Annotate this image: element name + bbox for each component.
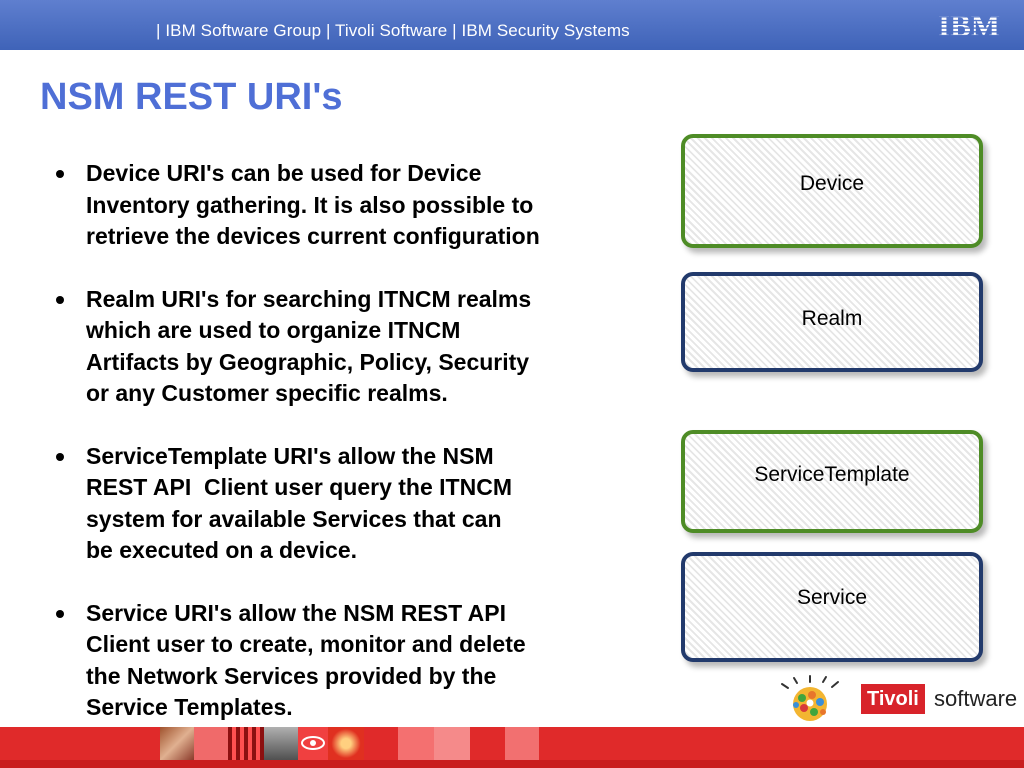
ibm-logo-text: IBM bbox=[938, 10, 1000, 40]
footer-image-tile bbox=[398, 727, 434, 760]
bullet-service-template: ServiceTemplate URI's allow the NSM REST… bbox=[56, 441, 656, 567]
service-template-box-label: ServiceTemplate bbox=[754, 462, 910, 486]
footer-image-tile bbox=[194, 727, 228, 760]
device-box: Device bbox=[681, 134, 983, 248]
bullet-line: which are used to organize ITNCM bbox=[86, 317, 461, 343]
bullet-line: or any Customer specific realms. bbox=[86, 380, 448, 406]
bullet-device: Device URI's can be used for Device Inve… bbox=[56, 158, 656, 253]
bullet-line: ServiceTemplate URI's allow the NSM bbox=[86, 442, 494, 469]
footer-image-tile bbox=[434, 727, 470, 760]
bullet-line: Artifacts by Geographic, Policy, Securit… bbox=[86, 348, 530, 375]
ibm-logo: IBM bbox=[938, 10, 1000, 40]
software-word: software bbox=[934, 686, 1018, 711]
bullet-line: Inventory gathering. It is also possible… bbox=[86, 191, 534, 218]
device-box-label: Device bbox=[799, 172, 865, 195]
bullet-dot-icon bbox=[56, 170, 64, 178]
service-box: Service bbox=[681, 552, 983, 662]
bullet-line: Realm URI's for searching ITNCM realms bbox=[86, 285, 532, 312]
header-breadcrumb: | IBM Software Group | Tivoli Software |… bbox=[156, 21, 630, 40]
realm-box: Realm bbox=[681, 272, 983, 372]
tivoli-logo: Tivoli bbox=[861, 684, 925, 714]
footer-image-tile bbox=[328, 727, 364, 760]
bullet-dot-icon bbox=[56, 295, 64, 304]
bullet-line: Service Templates. bbox=[86, 694, 293, 720]
header-bar: | IBM Software Group | Tivoli Software |… bbox=[0, 0, 1024, 50]
bullet-line: Device URI's can be used for Device bbox=[86, 160, 482, 186]
footer-image-tile bbox=[298, 727, 328, 760]
bullet-line: the Network Services provided by the bbox=[86, 662, 497, 689]
tivoli-mark-icon bbox=[781, 675, 839, 721]
footer-image-tile bbox=[505, 727, 539, 760]
bullet-line: retrieve the devices current configurati… bbox=[86, 223, 540, 249]
bullet-line: Service URI's allow the NSM REST API bbox=[86, 599, 507, 626]
bullet-line: be executed on a device. bbox=[86, 537, 358, 563]
bullet-line: system for available Services that can bbox=[86, 505, 502, 532]
footer-image-tile bbox=[160, 727, 194, 760]
bullet-line: REST API Client user query the ITNCM bbox=[86, 474, 512, 500]
eye-icon bbox=[301, 736, 325, 750]
bullet-list: Device URI's can be used for Device Inve… bbox=[56, 158, 656, 724]
realm-box-label: Realm bbox=[801, 307, 863, 330]
bullet-line: Client user to create, monitor and delet… bbox=[86, 631, 526, 657]
bullet-dot-icon bbox=[56, 452, 64, 461]
service-box-label: Service bbox=[796, 586, 868, 609]
footer-image-tile bbox=[264, 727, 298, 760]
footer-strip bbox=[0, 727, 1024, 768]
bullet-dot-icon bbox=[56, 609, 64, 618]
bullet-service: Service URI's allow the NSM REST API Cli… bbox=[56, 598, 656, 724]
service-template-box: ServiceTemplate bbox=[681, 430, 983, 533]
footer-image-tile bbox=[228, 727, 264, 760]
page-title: NSM REST URI's bbox=[40, 76, 343, 118]
footer-base bbox=[0, 760, 1024, 768]
bullet-realm: Realm URI's for searching ITNCM realms w… bbox=[56, 284, 656, 410]
